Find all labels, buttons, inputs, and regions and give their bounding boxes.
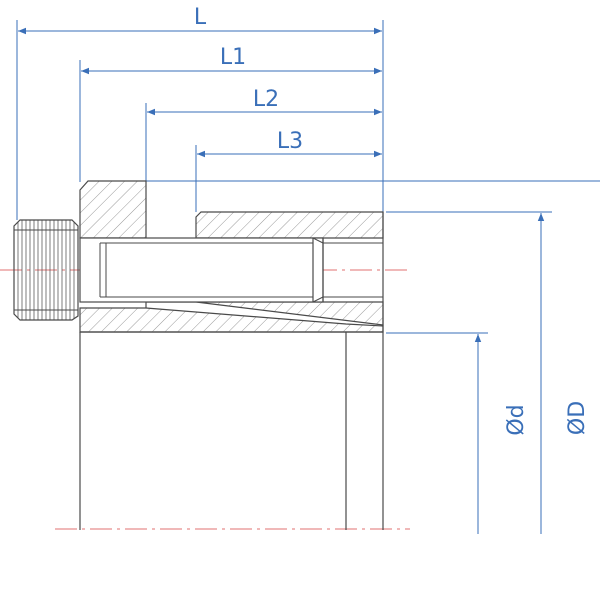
screw-shank bbox=[79, 237, 383, 303]
screw-head bbox=[13, 219, 79, 321]
label-d: Ød bbox=[504, 404, 529, 435]
label-D: ØD bbox=[565, 401, 590, 435]
label-L3: L3 bbox=[277, 129, 303, 154]
inner-ring-flange bbox=[79, 180, 147, 239]
label-L1: L1 bbox=[220, 45, 246, 70]
dimension-lines bbox=[18, 27, 545, 534]
outer-ring-upper bbox=[195, 211, 384, 239]
label-L: L bbox=[194, 5, 207, 30]
extension-lines bbox=[16, 20, 600, 334]
label-L2: L2 bbox=[253, 87, 279, 112]
